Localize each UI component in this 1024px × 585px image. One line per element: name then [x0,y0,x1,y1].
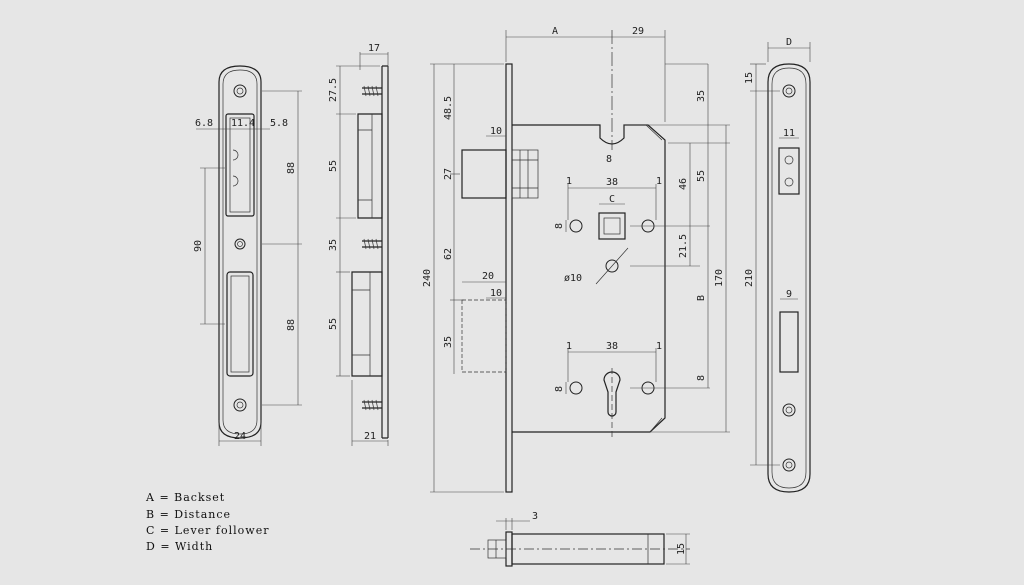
dim-1-d: 1 [656,341,662,352]
dim-90: 90 [193,240,204,252]
dim-38-bottom: 38 [606,341,618,352]
legend: A = Backset B = Distance C = Lever follo… [145,491,269,553]
legend-item-d: D = Width [146,540,213,553]
legend-item-b: B = Distance [146,508,231,521]
dim-B: B [696,295,707,301]
bolt-bottom-view: 3 15 [470,511,690,567]
dead-bolt-extended [461,299,507,373]
dim-D: D [786,37,792,48]
dim-20: 20 [482,271,494,282]
dim-21: 21 [364,431,376,442]
latch-bolt [461,149,507,199]
dim-35-bolt: 35 [443,336,454,348]
dim-phi-10: ø10 [564,273,582,284]
dim-88-lower: 88 [286,319,297,331]
dim-1-c: 1 [566,341,572,352]
dim-9: 9 [786,289,792,300]
dim-11-4: 11.4 [231,118,255,129]
follower-square [598,212,626,240]
dim-15-bolt: 15 [676,543,687,555]
dim-62: 62 [443,248,454,260]
legend-item-a: A = Backset [145,491,225,504]
dim-3: 3 [532,511,538,522]
screw-hole-bottom [233,398,247,412]
dim-48-5: 48.5 [443,96,454,120]
forend-plate [505,63,513,493]
dim-55-upper: 55 [328,160,339,172]
dim-21-5: 21.5 [678,234,689,258]
latch-opening [225,113,255,217]
dim-170: 170 [714,269,725,287]
latch-profile [357,113,383,219]
dim-88-upper: 88 [286,162,297,174]
dim-1-a: 1 [566,176,572,187]
dim-8-notch: 8 [606,154,612,165]
legend-item-c: C = Lever follower [146,524,269,537]
screw-hole-top [233,84,247,98]
dim-10-latch: 10 [490,126,502,137]
screw-hole-middle [234,238,246,250]
dim-35-side: 35 [328,239,339,251]
strike-outline [767,63,811,493]
bolt-profile [351,271,383,377]
dim-17: 17 [368,43,380,54]
dim-5-8: 5.8 [270,118,288,129]
strike-latch-opening [778,147,800,195]
case-outline [512,124,666,433]
dim-27: 27 [443,168,454,180]
dim-35-top: 35 [696,90,707,102]
dim-A: A [552,26,558,37]
strike-plate-view: D 15 210 11 9 [744,37,811,493]
lock-side-view: 17 27.5 55 35 55 21 [328,43,389,446]
strike-bolt-opening [779,311,799,373]
dim-8-right: 8 [696,375,707,381]
dim-1-b: 1 [656,176,662,187]
lock-body-main-view: A 29 240 48.5 27 62 35 10 20 10 1 38 1 C… [422,26,730,493]
dim-55-right: 55 [696,170,707,182]
dim-27-5: 27.5 [328,78,339,102]
dim-8-follower: 8 [554,223,565,229]
dim-29: 29 [632,26,644,37]
dim-210: 210 [744,269,755,287]
dim-8-cylinder: 8 [554,386,565,392]
cylinder-cutout [603,371,621,417]
dim-55-lower: 55 [328,318,339,330]
bolt-opening [226,271,254,377]
dim-10-bolt: 10 [490,288,502,299]
dim-6-8: 6.8 [195,118,213,129]
dim-38-top: 38 [606,177,618,188]
dim-46: 46 [678,178,689,190]
dim-240: 240 [422,269,433,287]
faceplate-front-view: 6.8 11.4 5.8 88 88 90 24 [193,65,302,446]
dim-11: 11 [783,128,795,139]
dim-24: 24 [234,431,246,442]
dim-C: C [609,194,615,205]
dim-15-strike: 15 [744,72,755,84]
